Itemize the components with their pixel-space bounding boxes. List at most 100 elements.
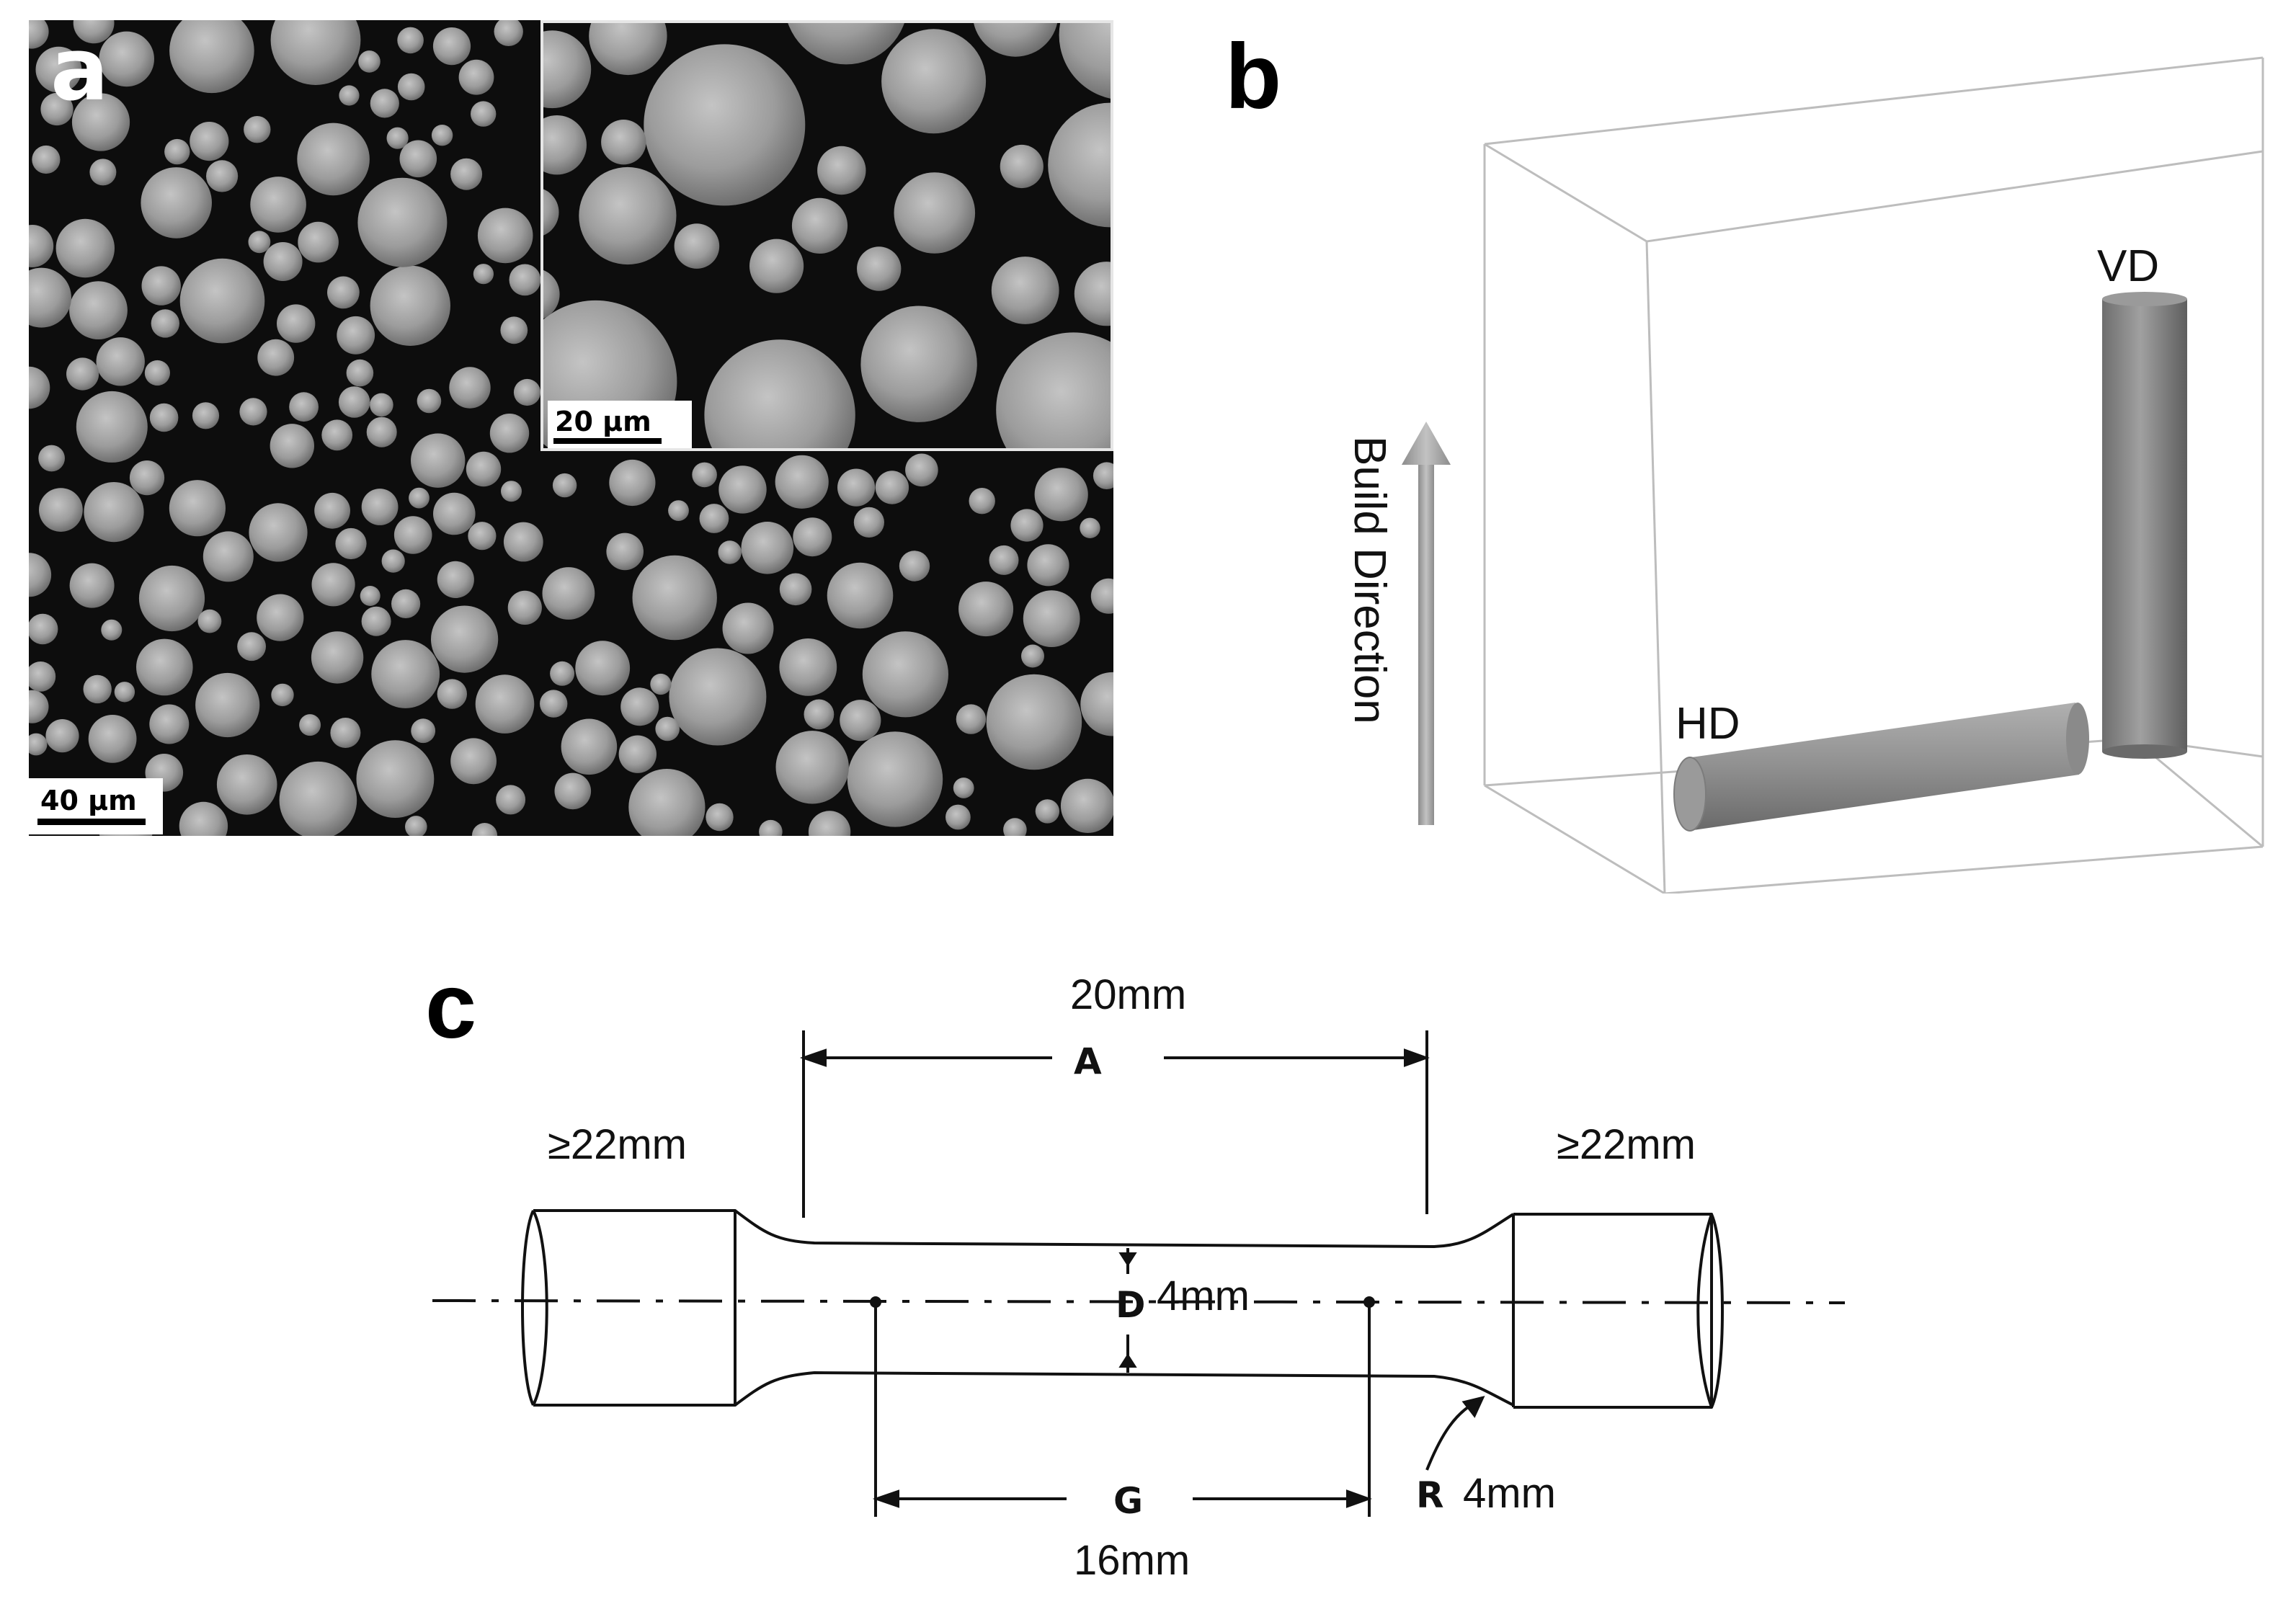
panel-letter-c: c [425, 966, 476, 1058]
powder-particle [239, 398, 267, 426]
dimension-g [872, 1304, 1372, 1517]
powder-particle [775, 455, 829, 509]
powder-particle [741, 522, 794, 574]
powder-particle [289, 392, 319, 422]
powder-particle [76, 391, 148, 463]
powder-particle [589, 23, 667, 76]
powder-particle [69, 563, 115, 608]
powder-particle [366, 416, 397, 447]
powder-particle [83, 674, 112, 704]
powder-particle [468, 522, 497, 551]
powder-particle [144, 360, 170, 386]
tensile-specimen-panel: c A 20mm ≥22mm [404, 966, 1917, 1600]
powder-particle [791, 197, 848, 254]
powder-particle [609, 459, 656, 507]
powder-particle [575, 641, 631, 696]
powder-particle [409, 487, 430, 509]
powder-particle [431, 605, 499, 673]
powder-particle [29, 553, 52, 597]
powder-particle [543, 115, 587, 175]
powder-particle [149, 704, 190, 744]
powder-particle [370, 89, 399, 118]
powder-particle [397, 27, 424, 54]
powder-particle [827, 562, 894, 629]
powder-particle [84, 482, 144, 543]
powder-particle [655, 716, 680, 741]
powder-particle [169, 20, 254, 94]
powder-particle [433, 492, 476, 535]
powder-particle [29, 733, 48, 756]
powder-particle [101, 619, 123, 641]
powder-particle [704, 339, 855, 448]
powder-particle [1035, 799, 1060, 824]
powder-particle [277, 304, 316, 343]
powder-particle [393, 516, 432, 554]
powder-particle [431, 125, 453, 146]
powder-particle [250, 177, 306, 233]
sem-micrograph-panel: 20 μm 40 μm a [29, 20, 1113, 836]
powder-particle [718, 540, 742, 564]
powder-particle [449, 367, 491, 409]
powder-particle [311, 631, 364, 684]
powder-particle [66, 357, 99, 391]
powder-particle [248, 231, 271, 254]
powder-particle [216, 754, 277, 815]
powder-particle [692, 462, 717, 488]
radius-r: 4mm [1463, 1470, 1556, 1517]
specimen-outline [521, 1209, 1724, 1409]
powder-particle [894, 172, 976, 254]
powder-particle [381, 549, 405, 573]
powder-particle [29, 267, 71, 328]
powder-particle [543, 30, 592, 109]
powder-particle [953, 778, 974, 798]
powder-particle [899, 551, 930, 582]
powder-particle [471, 101, 497, 127]
powder-particle [986, 674, 1082, 770]
powder-particle [620, 687, 659, 726]
powder-particle [346, 359, 374, 387]
powder-particle [29, 661, 56, 692]
powder-particle [561, 718, 618, 775]
powder-particle [149, 403, 179, 432]
vd-label: VD [2097, 241, 2159, 291]
powder-particle [905, 453, 938, 487]
powder-particle [29, 613, 58, 645]
powder-particle [969, 488, 995, 514]
powder-particle [991, 257, 1059, 324]
powder-particle [29, 20, 49, 49]
powder-particle [417, 388, 442, 414]
powder-particle [136, 638, 193, 696]
powder-particle [73, 20, 115, 44]
powder-particle [39, 488, 83, 532]
powder-particle [775, 731, 849, 804]
inset-scale-bar [553, 438, 662, 444]
powder-particle [945, 804, 971, 830]
powder-particle [206, 160, 239, 192]
powder-particle [179, 801, 228, 836]
powder-particle [628, 769, 706, 836]
powder-particle [358, 50, 381, 73]
powder-particle [669, 648, 767, 746]
powder-particle [141, 167, 212, 239]
powder-particle [330, 718, 361, 748]
powder-particle [606, 533, 644, 571]
powder-particle [32, 145, 61, 174]
powder-particle [540, 690, 568, 718]
powder-particle [361, 606, 391, 636]
powder-particle [321, 419, 353, 451]
powder-particle [405, 816, 427, 836]
powder-particle [956, 704, 987, 734]
panel-letter-a: a [50, 20, 109, 120]
powder-particle [257, 339, 295, 376]
powder-particle [996, 332, 1111, 448]
powder-particle [1060, 778, 1113, 833]
powder-particle [45, 719, 79, 753]
powder-particle [244, 116, 271, 143]
powder-particle [808, 811, 851, 836]
powder-particle [356, 740, 435, 818]
powder-particle [501, 481, 522, 502]
powder-particle [793, 517, 832, 557]
powder-particle [779, 638, 837, 696]
powder-particle [471, 823, 498, 836]
sem-inset: 20 μm [540, 20, 1113, 451]
